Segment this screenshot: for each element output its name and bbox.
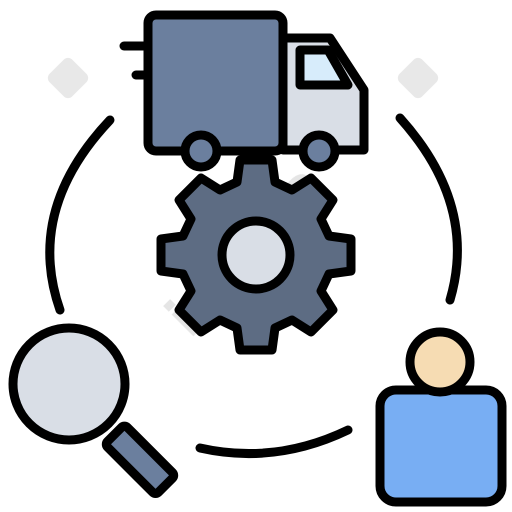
delivery-truck-icon <box>119 10 369 172</box>
person-icon <box>375 327 507 507</box>
truck-cargo-box <box>143 10 288 156</box>
cycle-arc-right <box>395 113 462 305</box>
magnifier-icon <box>8 323 179 498</box>
truck-wheel-front <box>298 130 340 172</box>
gear-hub <box>217 216 295 294</box>
gear-icon <box>156 155 356 355</box>
cycle-arcs <box>45 113 462 459</box>
cycle-arc-bottom <box>195 425 353 459</box>
person-body <box>375 385 507 507</box>
magnifier-lens <box>8 323 130 445</box>
person-head <box>405 327 475 397</box>
truck-wheel-rear <box>180 130 222 172</box>
magnifier-handle <box>101 421 179 498</box>
truck-window <box>295 45 353 90</box>
cycle-arc-left <box>45 115 115 315</box>
